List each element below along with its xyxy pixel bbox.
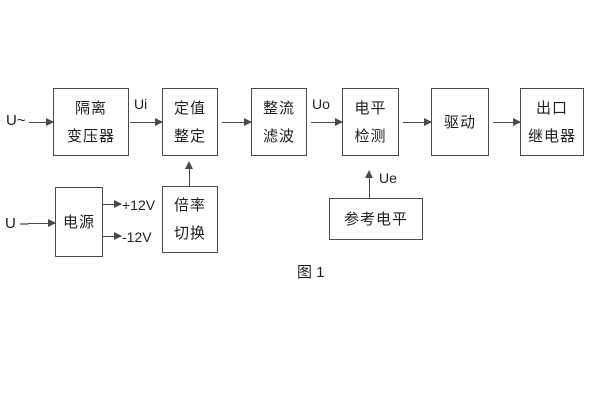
block-label: 继电器	[527, 127, 576, 145]
signal-label-ui: Ui	[134, 96, 148, 112]
block-label: 滤波	[262, 127, 295, 145]
block-label: 检测	[354, 127, 387, 145]
block-level-detect: 电平 检测	[342, 88, 399, 156]
arrow-ac-input	[29, 118, 54, 127]
ac-input-label: U~	[6, 112, 26, 129]
block-power-supply: 电源	[55, 187, 103, 257]
arrow-power-minus12v	[103, 232, 122, 241]
block-driver: 驱动	[431, 88, 489, 156]
arrow-ratio-to-setting	[185, 161, 194, 186]
block-label: 隔离	[74, 99, 107, 117]
block-label: 定值	[173, 99, 206, 117]
block-label: 整流	[262, 99, 295, 117]
arrow-rectifier-to-level	[311, 118, 343, 127]
power-output-plus-label: +12V	[122, 197, 156, 213]
block-rectifier-filter: 整流 滤波	[251, 88, 307, 156]
dc-input-label: U –	[5, 215, 29, 232]
block-setting-adjust: 定值 整定	[162, 88, 218, 156]
block-label: 整定	[173, 127, 206, 145]
arrow-driver-to-relay	[493, 118, 521, 127]
block-label: 电源	[62, 213, 95, 231]
arrow-power-plus12v	[103, 200, 122, 209]
block-label: 驱动	[443, 113, 476, 131]
arrow-setting-to-rectifier	[222, 118, 252, 127]
figure-caption: 图 1	[297, 264, 325, 281]
block-label: 倍率	[173, 197, 206, 214]
power-output-minus-label: -12V	[122, 229, 152, 245]
block-label: 参考电平	[343, 210, 408, 228]
arrow-level-to-driver	[403, 118, 432, 127]
arrow-isolation-to-setting	[130, 118, 163, 127]
block-label: 电平	[354, 99, 387, 117]
arrow-reference-to-level	[365, 170, 374, 198]
arrow-dc-input	[28, 219, 56, 228]
block-label: 变压器	[66, 127, 115, 145]
block-output-relay: 出口 继电器	[520, 88, 584, 156]
block-reference-level: 参考电平	[329, 198, 423, 240]
block-isolation-transformer: 隔离 变压器	[53, 88, 129, 156]
signal-label-ue: Ue	[379, 170, 397, 186]
signal-label-uo: Uo	[312, 96, 330, 112]
block-label: 出口	[535, 99, 568, 117]
block-ratio-switch: 倍率 切换	[162, 186, 218, 253]
block-label: 切换	[173, 225, 206, 242]
